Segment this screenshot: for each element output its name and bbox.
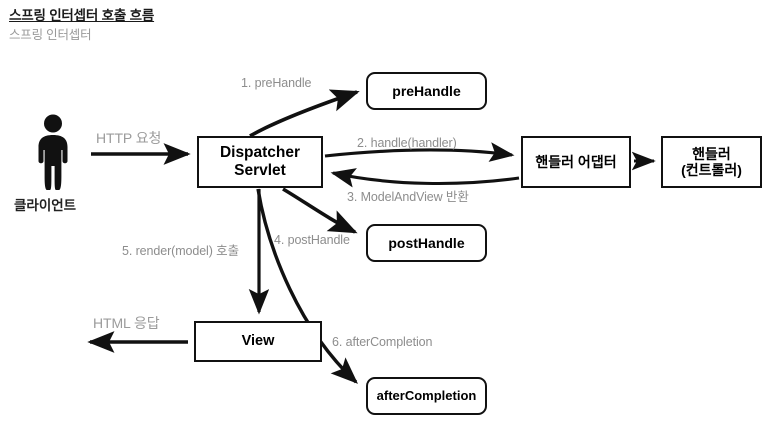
- node-handler-adapter[interactable]: 핸들러 어댑터: [521, 136, 631, 188]
- edge-label-html-response: HTML 응답: [93, 315, 160, 331]
- node-view[interactable]: View: [194, 321, 322, 362]
- node-aftercompletion-label: afterCompletion: [376, 387, 477, 403]
- client-person-icon: [38, 114, 68, 190]
- edge-label-step1: 1. preHandle: [241, 76, 312, 90]
- edge-step2-handle: [324, 142, 515, 162]
- edge-label-step3: 3. ModelAndView 반환: [347, 190, 469, 204]
- node-dispatcher-servlet[interactable]: Dispatcher Servlet: [197, 136, 323, 188]
- edge-label-http-request: HTTP 요청: [96, 130, 162, 146]
- node-aftercompletion[interactable]: afterCompletion: [366, 377, 487, 415]
- edge-step1-prehandle: [249, 89, 360, 138]
- node-posthandle[interactable]: postHandle: [366, 224, 487, 262]
- edge-label-step6: 6. afterCompletion: [332, 335, 433, 349]
- client-label: 클라이언트: [14, 198, 77, 213]
- page-title: 스프링 인터셉터 호출 흐름: [9, 8, 155, 23]
- node-prehandle-label: preHandle: [392, 82, 461, 99]
- node-view-label: View: [241, 333, 275, 350]
- edge-label-step5: 5. render(model) 호출: [122, 244, 239, 258]
- node-prehandle[interactable]: preHandle: [366, 72, 487, 110]
- node-dispatcher-line2: Servlet: [234, 162, 286, 179]
- edge-step3-modelandview: [330, 168, 520, 188]
- edge-label-step4: 4. postHandle: [274, 233, 350, 247]
- node-handler-line1: 핸들러: [692, 145, 731, 162]
- edge-step6-aftercompletion: [256, 188, 358, 384]
- node-posthandle-label: postHandle: [388, 234, 465, 251]
- node-handler-adapter-label: 핸들러 어댑터: [535, 153, 617, 170]
- node-handler-line2: (컨트롤러): [681, 162, 742, 178]
- node-handler-controller[interactable]: 핸들러 (컨트롤러): [661, 136, 762, 188]
- node-dispatcher-line1: Dispatcher: [219, 144, 301, 162]
- page-subtitle: 스프링 인터셉터: [9, 28, 92, 42]
- edge-label-step2: 2. handle(handler): [357, 136, 457, 150]
- edge-step4-posthandle: [282, 187, 358, 234]
